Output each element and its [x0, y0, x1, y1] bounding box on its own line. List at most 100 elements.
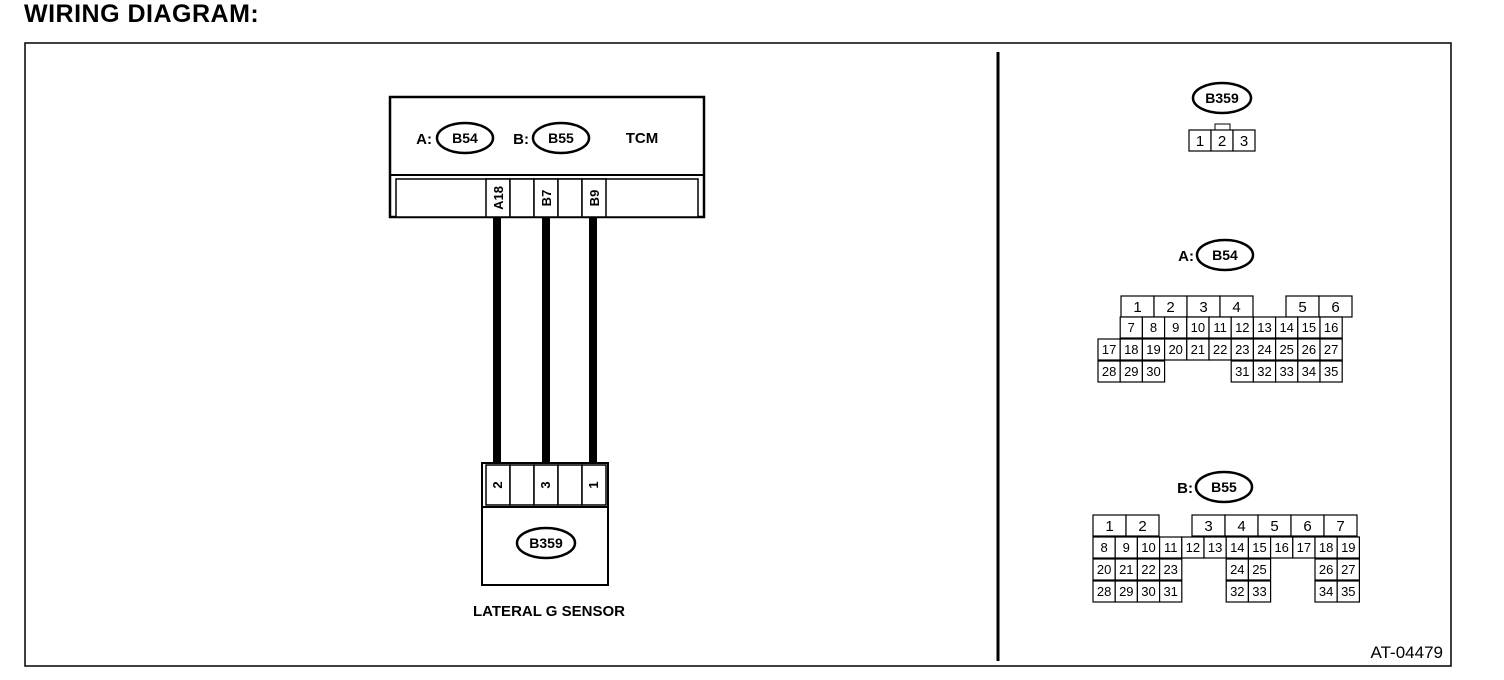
b54-pin-label: 4	[1232, 299, 1240, 316]
tcm-connector-b-prefix: B:	[513, 131, 529, 148]
b55-pin-label: 11	[1164, 540, 1178, 555]
b55-pin-label: 16	[1274, 540, 1288, 555]
tcm-connector-a-badge	[435, 121, 495, 155]
b54-pin-label: 15	[1302, 320, 1316, 335]
b54-pin-label: 17	[1102, 342, 1116, 357]
diagram-frame	[24, 42, 1452, 667]
b55-pin-label: 25	[1252, 562, 1266, 577]
b54-pin-label: 10	[1191, 320, 1205, 335]
b359-pin-label: 1	[1196, 133, 1204, 150]
b55-pin-label: 32	[1230, 584, 1244, 599]
sensor-label: LATERAL G SENSOR	[473, 603, 625, 620]
sensor-pin-label: 3	[538, 481, 553, 488]
b54-pin-label: 32	[1257, 364, 1271, 379]
figure-code: AT-04479	[1371, 643, 1443, 662]
b55-pin-label: 3	[1204, 518, 1212, 535]
b55-pin-label: 17	[1297, 540, 1311, 555]
b54-pin-label: 26	[1302, 342, 1316, 357]
b55-face-prefix: B:	[1177, 480, 1193, 497]
b55-pin-label: 14	[1230, 540, 1244, 555]
b359-face-key	[1214, 123, 1231, 131]
b54-face-title: B54	[1212, 247, 1238, 263]
sensor-spacer-cell	[557, 464, 583, 506]
b54-pin-label: 3	[1199, 299, 1207, 316]
b54-pin-label: 21	[1191, 342, 1205, 357]
b55-pin-cell	[1336, 580, 1360, 603]
b54-pin-label: 12	[1235, 320, 1249, 335]
tcm-connector-a-prefix: A:	[416, 131, 432, 148]
tcm-terminal-label: B7	[539, 190, 554, 207]
b54-pin-cell	[1319, 316, 1343, 339]
b54-pin-label: 5	[1298, 299, 1306, 316]
tcm-module: A: B54 B: B55 TCM A18 B7 B9	[388, 95, 706, 219]
b55-pin-label: 9	[1123, 540, 1130, 555]
b54-pin-label: 22	[1213, 342, 1227, 357]
b359-face-badge	[1191, 81, 1253, 115]
b54-face-prefix: A:	[1178, 248, 1194, 265]
b55-pin-label: 34	[1319, 584, 1333, 599]
b55-pin-label: 26	[1319, 562, 1333, 577]
b54-pin-label: 18	[1124, 342, 1138, 357]
b55-pin-label: 2	[1138, 518, 1146, 535]
tcm-terminal-label: A18	[491, 186, 506, 210]
sensor-connector-label: B359	[529, 535, 563, 551]
b55-pin-cell	[1125, 514, 1160, 537]
b54-pin-label: 20	[1168, 342, 1182, 357]
b54-pin-label: 9	[1172, 320, 1179, 335]
b54-pin-label: 19	[1146, 342, 1160, 357]
sensor-pin-label: 1	[586, 481, 601, 488]
b54-pin-label: 16	[1324, 320, 1338, 335]
b54-pin-label: 11	[1213, 320, 1227, 335]
b55-pin-label: 23	[1163, 562, 1177, 577]
tcm-spacer-cell	[509, 178, 535, 218]
b55-pin-cell	[1158, 580, 1183, 603]
b54-pin-label: 1	[1133, 299, 1141, 316]
sensor-pin-2-cell	[485, 464, 511, 506]
b55-pin-label: 27	[1341, 562, 1355, 577]
b54-pin-label: 23	[1235, 342, 1249, 357]
tcm-label: TCM	[626, 130, 659, 147]
b55-pin-label: 6	[1303, 518, 1311, 535]
b55-pin-label: 21	[1119, 562, 1133, 577]
b54-pin-cell	[1141, 360, 1166, 383]
tcm-connector-b-label: B55	[548, 130, 574, 146]
b55-pin-cell	[1247, 580, 1272, 603]
b54-pin-label: 25	[1279, 342, 1293, 357]
b55-pin-label: 28	[1097, 584, 1111, 599]
b54-pin-label: 30	[1146, 364, 1160, 379]
tcm-spacer-cell	[557, 178, 583, 218]
b55-pin-label: 8	[1100, 540, 1107, 555]
b55-pin-cell	[1336, 536, 1360, 559]
b55-pin-cell	[1158, 558, 1183, 581]
b54-pin-label: 13	[1257, 320, 1271, 335]
b54-pin-label: 27	[1324, 342, 1338, 357]
b55-pin-label: 29	[1119, 584, 1133, 599]
b55-pin-label: 15	[1252, 540, 1266, 555]
b55-face-title: B55	[1211, 479, 1237, 495]
b55-pin-label: 1	[1105, 518, 1113, 535]
b54-pin-label: 29	[1124, 364, 1138, 379]
sensor-connector-badge	[515, 526, 577, 560]
b54-pin-label: 34	[1302, 364, 1316, 379]
page-title: WIRING DIAGRAM:	[24, 0, 260, 28]
b55-pin-label: 19	[1341, 540, 1355, 555]
b55-pin-cell	[1247, 558, 1272, 581]
b55-pin-label: 20	[1097, 562, 1111, 577]
b55-pin-cell	[1336, 558, 1360, 581]
b359-pin-cell	[1232, 129, 1256, 152]
b359-face-title: B359	[1205, 90, 1239, 106]
b359-pin-label: 2	[1218, 133, 1226, 150]
b359-pin-label: 3	[1240, 133, 1248, 150]
tcm-connector-b-badge	[531, 121, 591, 155]
sensor-pin-1-cell	[581, 464, 607, 506]
b55-pin-label: 33	[1252, 584, 1266, 599]
b54-pin-label: 14	[1279, 320, 1293, 335]
b54-pin-label: 7	[1128, 320, 1135, 335]
b55-pin-label: 13	[1208, 540, 1222, 555]
lateral-g-sensor: 2 3 1 B359 LATERAL G SENSOR	[473, 462, 625, 620]
b55-pin-label: 31	[1163, 584, 1177, 599]
